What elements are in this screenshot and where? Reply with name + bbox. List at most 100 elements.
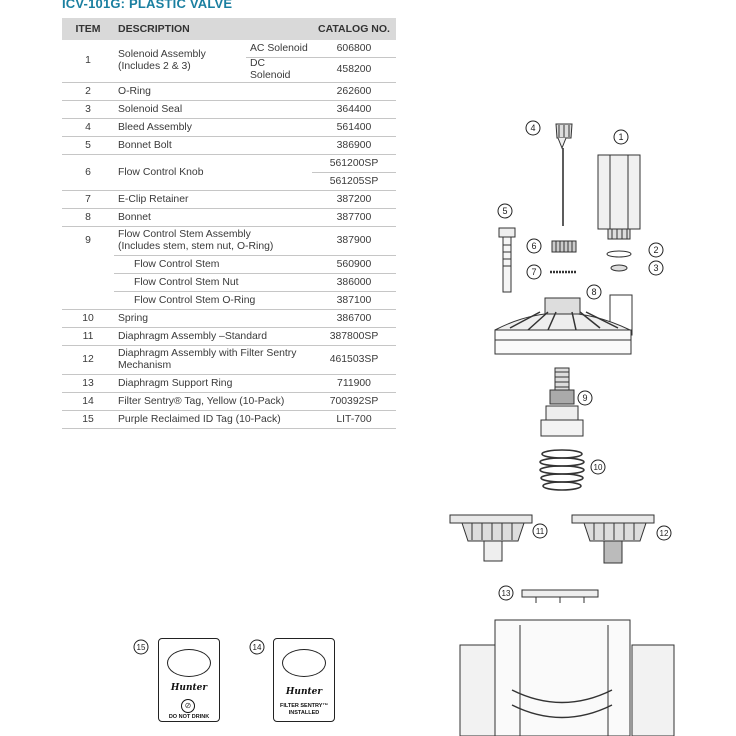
cell-item: 3 [62, 100, 114, 119]
table-row: 12 Diaphragm Assembly with Filter Sentry… [62, 345, 396, 375]
callout-14: 14 [249, 639, 265, 655]
callout-label: 6 [531, 241, 536, 251]
cell-item: 6 [62, 154, 114, 191]
table-row: Flow Control Stem 560900 [62, 255, 396, 274]
cell-description: E-Clip Retainer [114, 190, 312, 209]
cell-description: O-Ring [114, 82, 312, 101]
tag-line: FILTER SENTRY™ [280, 703, 328, 709]
callout-12: 12 [656, 525, 672, 541]
callout-1: 1 [613, 129, 629, 145]
callout-label: 2 [653, 245, 658, 255]
table-row: 7 E-Clip Retainer 387200 [62, 190, 396, 209]
table-row: DC Solenoid 458200 [62, 57, 396, 83]
solenoid-part [597, 154, 641, 240]
callout-7: 7 [526, 264, 542, 280]
callout-11: 11 [532, 523, 548, 539]
cell-catalog: LIT-700 [312, 410, 396, 429]
callout-15: 15 [133, 639, 149, 655]
cell-sub-description: AC Solenoid [246, 40, 312, 58]
desc-line: Diaphragm Assembly with Filter Sentry [118, 348, 297, 359]
callout-label: 13 [502, 589, 511, 598]
callout-9: 9 [577, 390, 593, 406]
cell-catalog: 387700 [312, 208, 396, 227]
table-row: 10 Spring 386700 [62, 309, 396, 328]
cell-description: Flow Control Stem O-Ring [114, 291, 312, 310]
callout-label: 3 [653, 263, 658, 273]
cell-item: 2 [62, 82, 114, 101]
desc-line: Mechanism [118, 360, 172, 371]
cell-item: 1 [62, 40, 114, 83]
cell-catalog: 561400 [312, 118, 396, 137]
cell-catalog: 387200 [312, 190, 396, 209]
cell-description: Filter Sentry® Tag, Yellow (10-Pack) [114, 392, 312, 411]
cell-description: Spring [114, 309, 312, 328]
desc-line: Flow Control Stem Assembly [118, 229, 251, 240]
callout-label: 4 [530, 123, 535, 133]
cell-item: 12 [62, 345, 114, 375]
tag-hole [282, 649, 326, 677]
cell-catalog: 387800SP [312, 327, 396, 346]
reclaimed-id-tag: Hunter ⊘ DO NOT DRINK [158, 638, 220, 722]
callout-label: 5 [502, 206, 507, 216]
flow-control-knob-part [551, 240, 577, 253]
table-row: Flow Control Stem O-Ring 387100 [62, 291, 396, 310]
callout-2: 2 [648, 242, 664, 258]
tag-hole [167, 649, 211, 677]
callout-label: 10 [594, 463, 603, 472]
cell-description: Purple Reclaimed ID Tag (10-Pack) [114, 410, 312, 429]
tag-brand: Hunter [285, 687, 323, 697]
cell-item: 8 [62, 208, 114, 227]
cell-catalog: 561200SP [312, 154, 396, 173]
callout-label: 11 [536, 527, 545, 536]
cell-description: Flow Control Stem Assembly (Includes ste… [114, 226, 312, 256]
cell-catalog: 700392SP [312, 392, 396, 411]
cell-item: 11 [62, 327, 114, 346]
callout-label: 12 [660, 529, 669, 538]
header-item: ITEM [62, 18, 114, 40]
table-row: Flow Control Stem Nut 386000 [62, 273, 396, 292]
cell-item: 14 [62, 392, 114, 411]
tag-line: INSTALLED [288, 710, 320, 716]
bleed-assembly-part [555, 123, 573, 226]
callout-label: 14 [253, 643, 262, 652]
callout-label: 15 [137, 643, 146, 652]
desc-line: (Includes 2 & 3) [118, 61, 191, 72]
cell-catalog: 386700 [312, 309, 396, 328]
valve-body-part [459, 619, 675, 736]
spring-part [539, 449, 585, 491]
diaphragm-standard-part [449, 514, 533, 562]
callout-6: 6 [526, 238, 542, 254]
cell-item: 7 [62, 190, 114, 209]
table-row: 14 Filter Sentry® Tag, Yellow (10-Pack) … [62, 392, 396, 411]
diaphragm-support-ring-part [521, 589, 599, 603]
page-title: ICV-101G: PLASTIC VALVE [62, 0, 233, 11]
cell-description: Bleed Assembly [114, 118, 312, 137]
parts-table: ITEM DESCRIPTION CATALOG NO. 1 Solenoid … [62, 18, 396, 429]
callout-13: 13 [498, 585, 514, 601]
cell-catalog: 364400 [312, 100, 396, 119]
cell-description: Diaphragm Assembly –Standard [114, 327, 312, 346]
cell-catalog: 560900 [312, 255, 396, 274]
cell-catalog: 387100 [312, 291, 396, 310]
cell-description: Flow Control Stem [114, 255, 312, 274]
cell-description: Flow Control Stem Nut [114, 273, 312, 292]
o-ring-part [606, 250, 632, 258]
cell-catalog: 561205SP [312, 172, 396, 191]
callout-label: 7 [531, 267, 536, 277]
cell-item: 13 [62, 374, 114, 393]
callout-10: 10 [590, 459, 606, 475]
cell-description: Solenoid Assembly (Includes 2 & 3) [114, 40, 246, 83]
cell-catalog: 387900 [312, 226, 396, 256]
flow-control-stem-part [540, 367, 584, 437]
cell-item: 9 [62, 226, 114, 310]
table-row: 3 Solenoid Seal 364400 [62, 100, 396, 119]
cell-catalog: 606800 [312, 40, 396, 58]
table-row: 9 Flow Control Stem Assembly (Includes s… [62, 226, 396, 310]
cell-item: 4 [62, 118, 114, 137]
table-row: 561205SP [62, 172, 396, 191]
cell-catalog: 461503SP [312, 345, 396, 375]
header-description: DESCRIPTION [114, 18, 312, 40]
desc-line: Solenoid Assembly [118, 49, 206, 60]
callout-label: 1 [618, 132, 623, 142]
